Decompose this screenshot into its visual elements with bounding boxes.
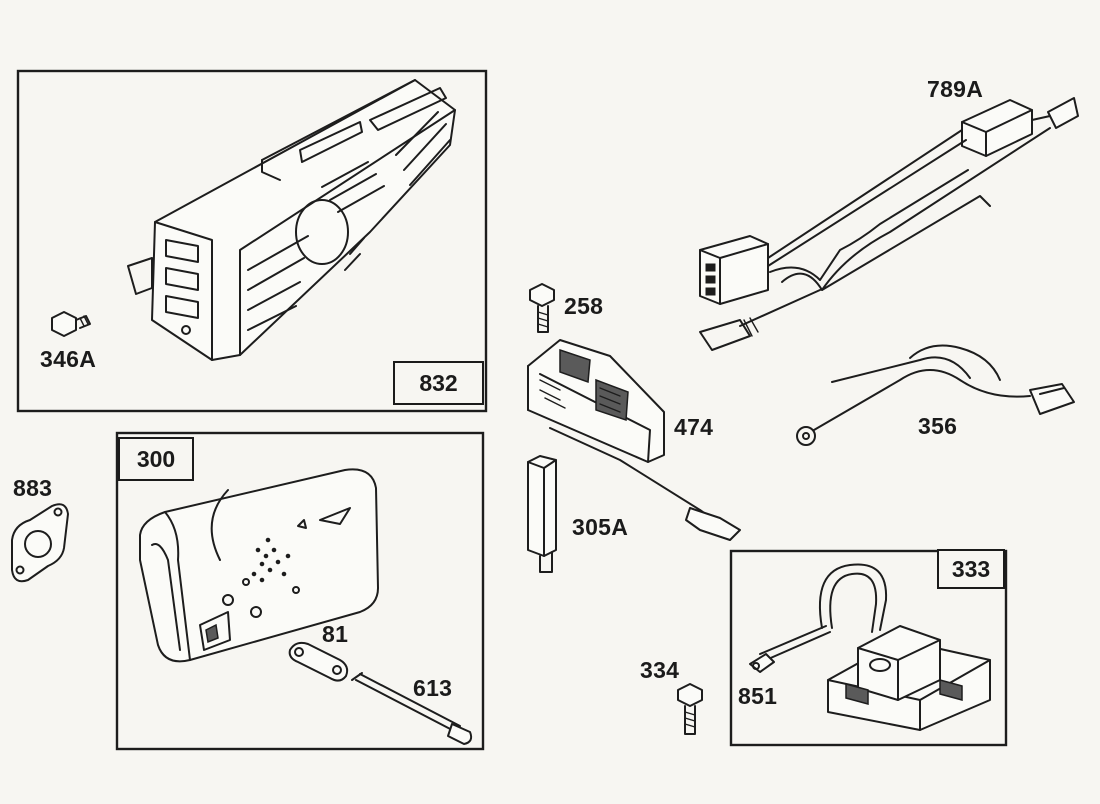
muffler-drawing [139,468,379,663]
part-label-333: 333 [937,549,1005,589]
frame-300 [115,431,485,751]
part-label-300: 300 [118,437,194,481]
part-label-305A: 305A [572,514,629,540]
harness-789A-drawing [699,97,1079,351]
part-label-356: 356 [918,413,958,439]
lead-356-drawing [796,344,1075,446]
part-label-851: 851 [738,683,778,709]
frame-333 [729,549,1008,747]
part-label-789A: 789A [927,76,984,102]
module-474-drawing [527,339,741,541]
part-label-81: 81 [322,621,349,647]
part-label-258: 258 [564,293,604,319]
part-label-474: 474 [674,414,714,440]
part-label-346A: 346A [40,346,97,372]
screw-613-drawing [351,672,473,745]
frame-832 [16,69,488,413]
shroud-drawing [127,79,456,361]
lock-plate-81-drawing [288,641,349,682]
screw-334-drawing [677,683,703,735]
part-label-613: 613 [413,675,453,701]
screw-346A-drawing [51,311,91,337]
terminal-851-drawing [749,653,775,673]
part-label-334: 334 [640,657,680,683]
gasket-883-drawing [11,503,69,583]
armature-333-drawing [759,563,991,731]
part-label-832: 832 [393,361,484,405]
spacer-305A-drawing [527,455,557,573]
part-label-883: 883 [13,475,53,501]
screw-258-drawing [529,283,555,333]
